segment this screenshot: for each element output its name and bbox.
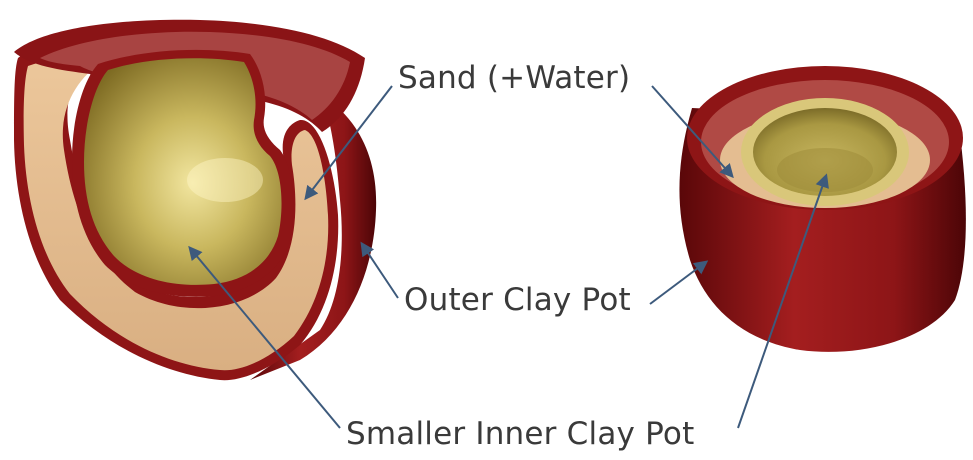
cutaway-pot bbox=[14, 20, 376, 380]
assembled-inner-pot-floor bbox=[777, 148, 873, 192]
label-inner-pot: Smaller Inner Clay Pot bbox=[346, 416, 694, 452]
inner-bowl-highlight bbox=[187, 158, 263, 202]
label-outer-pot: Outer Clay Pot bbox=[404, 282, 631, 318]
label-sand: Sand (+Water) bbox=[398, 60, 630, 96]
arrow-outer-left bbox=[362, 244, 398, 298]
arrow-outer-right bbox=[650, 262, 706, 304]
assembled-pot bbox=[679, 66, 965, 352]
